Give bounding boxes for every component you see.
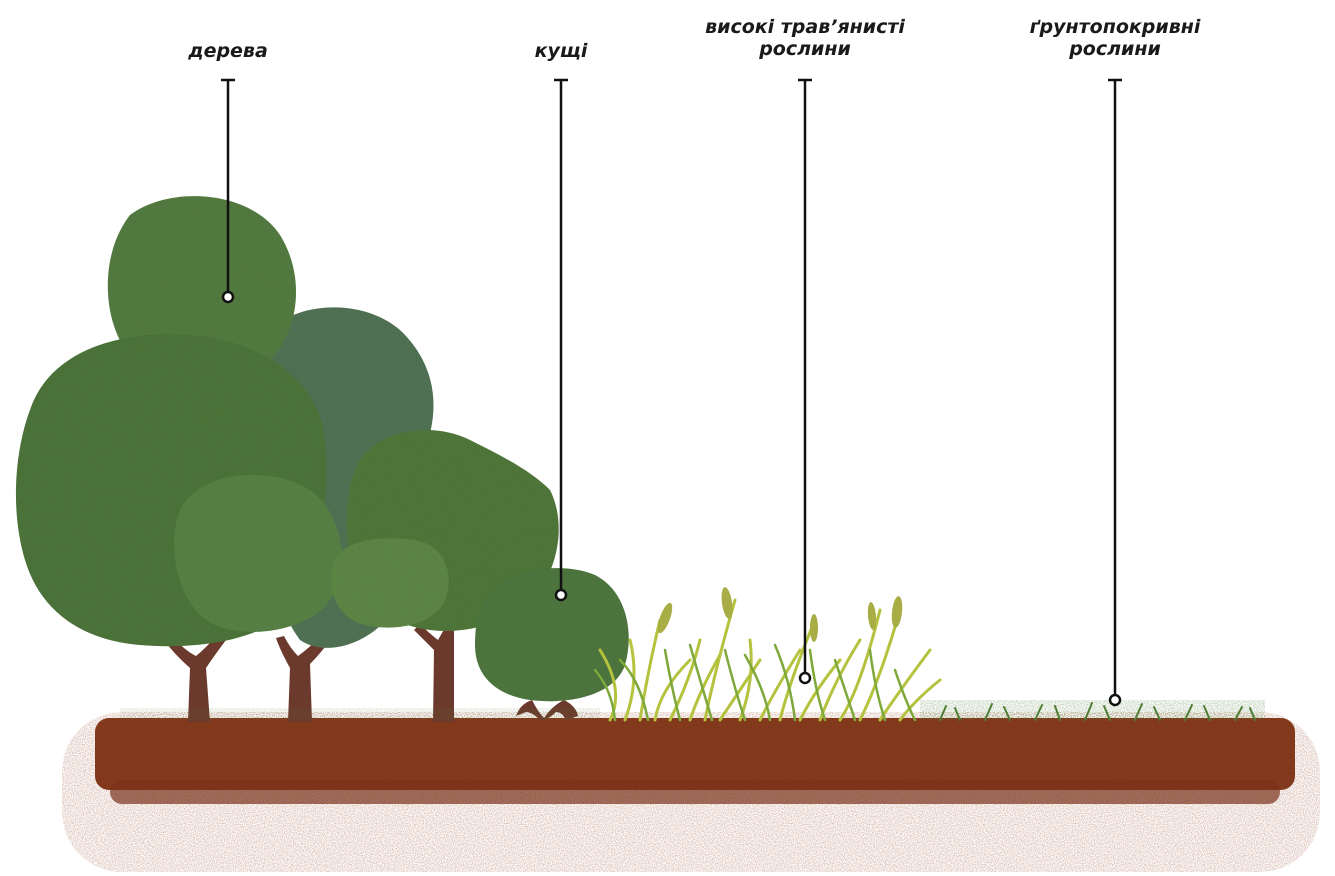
soil-band-lower xyxy=(110,780,1280,804)
label-ground-cover-line-1: ґрунтопокривні xyxy=(1030,16,1201,38)
label-tall-herbs: високі трав’янисті рослини xyxy=(705,16,905,60)
label-shrubs-line-1: кущі xyxy=(535,40,588,62)
label-tall-herbs-line-1: високі трав’янисті xyxy=(705,16,905,38)
callout-ground-cover xyxy=(1108,80,1122,705)
callout-tall-herbs xyxy=(798,80,812,683)
label-trees-line-1: дерева xyxy=(188,40,268,62)
callout-shrubs-marker xyxy=(556,590,566,600)
bush-canopy xyxy=(475,568,629,701)
callout-ground-cover-marker xyxy=(1110,695,1120,705)
soil-layer xyxy=(62,712,1320,872)
soil-band xyxy=(95,718,1295,790)
label-ground-cover-line-2: рослини xyxy=(1030,38,1201,60)
canopy-mid-left xyxy=(174,475,341,632)
canopy-small-front xyxy=(331,538,449,627)
label-shrubs: кущі xyxy=(535,40,588,62)
label-tall-herbs-line-2: рослини xyxy=(705,38,905,60)
tree-canopies xyxy=(16,196,629,701)
trunk-right xyxy=(414,624,454,722)
callout-trees-marker xyxy=(223,292,233,302)
label-ground-cover: ґрунтопокривні рослини xyxy=(1030,16,1201,60)
label-trees: дерева xyxy=(188,40,268,62)
callout-tall-herbs-marker xyxy=(800,673,810,683)
tall-grass xyxy=(595,586,940,720)
